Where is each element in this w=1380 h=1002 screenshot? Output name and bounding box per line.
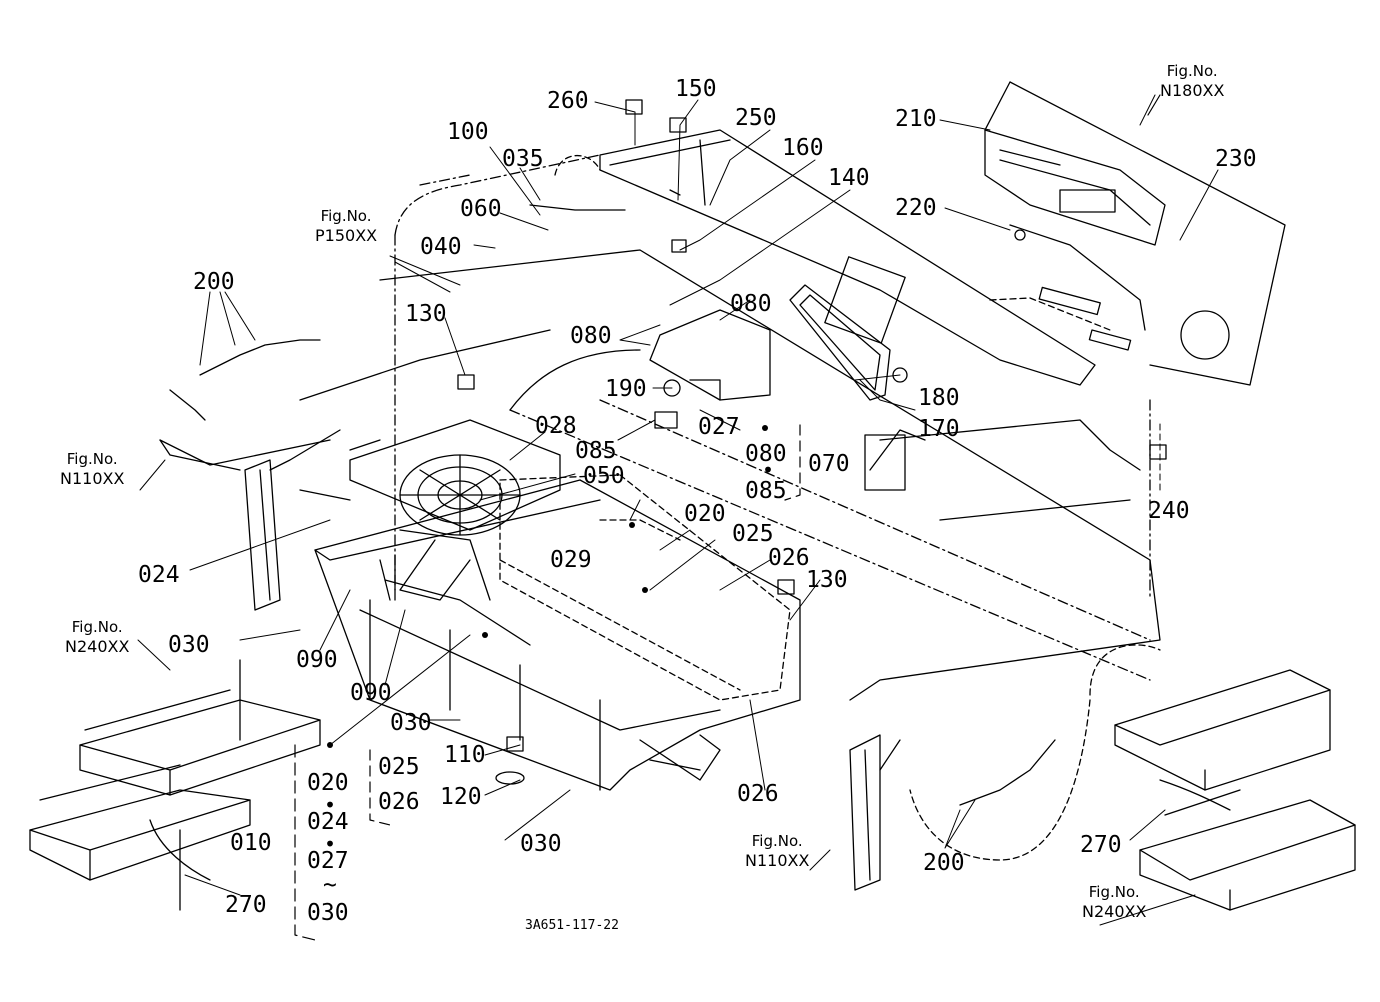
fig-ref-n240xx-right: Fig.No. N240XX [1082, 883, 1146, 922]
callout-100: 100 [447, 119, 489, 145]
fig-ref-n180xx: Fig.No. N180XX [1160, 62, 1224, 101]
callout-027-range: 027 [307, 848, 349, 874]
callout-170: 170 [918, 416, 960, 442]
callout-029: 029 [550, 547, 592, 573]
fig-ref-label: Fig.No. [1166, 62, 1218, 80]
callout-090-left: 090 [296, 647, 338, 673]
callout-270-left: 270 [225, 892, 267, 918]
callout-250: 250 [735, 105, 777, 131]
callout-025-range: 025 [378, 754, 420, 780]
right-post [849, 734, 901, 891]
frame-outline [394, 154, 1151, 681]
fasteners [457, 99, 1167, 785]
fig-ref-label: Fig.No. [66, 450, 118, 468]
callout-050: 050 [583, 463, 625, 489]
fig-ref-code: N110XX [745, 850, 810, 870]
separator-dot: • [762, 458, 775, 482]
callout-040: 040 [420, 234, 462, 260]
hose-left [169, 339, 321, 421]
callout-080-mid: 080 [570, 323, 612, 349]
callout-110: 110 [444, 742, 486, 768]
callout-026-range: 026 [378, 789, 420, 815]
callout-030-mid: 030 [390, 710, 432, 736]
callout-080-bottom: 080 [745, 441, 787, 467]
callout-180: 180 [918, 385, 960, 411]
dots [327, 425, 768, 748]
fig-ref-code: N110XX [60, 468, 125, 488]
wire-harness [509, 309, 771, 411]
callout-070: 070 [808, 451, 850, 477]
top-bracket [599, 129, 1096, 386]
callout-024-range: 024 [307, 809, 349, 835]
fan-assembly [349, 419, 561, 601]
callout-190: 190 [605, 376, 647, 402]
callout-026-bottom: 026 [737, 781, 779, 807]
callout-035: 035 [502, 146, 544, 172]
fig-ref-label: Fig.No. [751, 832, 803, 850]
fig-ref-label: Fig.No. [320, 207, 372, 225]
callout-130-top: 130 [405, 301, 447, 327]
rear-panel [984, 81, 1286, 386]
callout-200-right: 200 [923, 850, 965, 876]
hose-right-loop [909, 644, 1161, 861]
callout-028: 028 [535, 413, 577, 439]
fig-ref-n240xx-left: Fig.No. N240XX [65, 618, 129, 657]
callout-030-bottom: 030 [520, 831, 562, 857]
cable-035 [529, 154, 626, 211]
callout-010: 010 [230, 830, 272, 856]
callout-026-top: 026 [768, 545, 810, 571]
fig-ref-label: Fig.No. [71, 618, 123, 636]
left-step [29, 659, 321, 911]
range-brackets [294, 94, 1161, 941]
callout-160: 160 [782, 135, 824, 161]
fig-ref-code: N240XX [1082, 901, 1147, 921]
callout-020-range: 020 [307, 770, 349, 796]
cover-box [984, 129, 1166, 331]
fig-ref-n110xx-right: Fig.No. N110XX [745, 832, 809, 871]
leader-lines [137, 94, 1219, 926]
floor-plate [159, 249, 1161, 701]
callout-220: 220 [895, 195, 937, 221]
callout-020-top: 020 [684, 501, 726, 527]
window-gasket [789, 284, 891, 401]
fig-ref-p150xx: Fig.No. P150XX [315, 207, 377, 246]
separator-dot: • [324, 793, 337, 817]
callout-030-left: 030 [168, 632, 210, 658]
callout-090-mid: 090 [350, 680, 392, 706]
range-tilde: ~ [323, 872, 337, 898]
callout-030-range: 030 [307, 900, 349, 926]
callout-085: 085 [575, 438, 617, 464]
fig-ref-code: P150XX [315, 225, 378, 245]
callout-210: 210 [895, 106, 937, 132]
fig-ref-code: N240XX [65, 636, 130, 656]
left-post [244, 429, 381, 611]
callout-085-bottom: 085 [745, 478, 787, 504]
callout-230: 230 [1215, 146, 1257, 172]
callout-120: 120 [440, 784, 482, 810]
callout-150: 150 [675, 76, 717, 102]
callout-027-top: 027 [698, 414, 740, 440]
callout-240: 240 [1148, 498, 1190, 524]
callout-025-top: 025 [732, 521, 774, 547]
drawing-number: 3A651-117-22 [525, 918, 619, 933]
hose-right [959, 739, 1056, 806]
battery-tray [314, 479, 801, 791]
battery-box [499, 474, 791, 701]
right-step [1114, 669, 1356, 911]
callout-200-left: 200 [193, 269, 235, 295]
callout-140: 140 [828, 165, 870, 191]
callout-024-left: 024 [138, 562, 180, 588]
callout-130-bottom: 130 [806, 567, 848, 593]
fig-ref-label: Fig.No. [1088, 883, 1140, 901]
callout-270-right: 270 [1080, 832, 1122, 858]
separator-dot: • [324, 832, 337, 856]
fig-ref-code: N180XX [1160, 80, 1225, 100]
linkage [379, 539, 531, 646]
callout-080-top: 080 [730, 291, 772, 317]
fig-ref-n110xx-left: Fig.No. N110XX [60, 450, 124, 489]
callout-260: 260 [547, 88, 589, 114]
callout-060: 060 [460, 196, 502, 222]
